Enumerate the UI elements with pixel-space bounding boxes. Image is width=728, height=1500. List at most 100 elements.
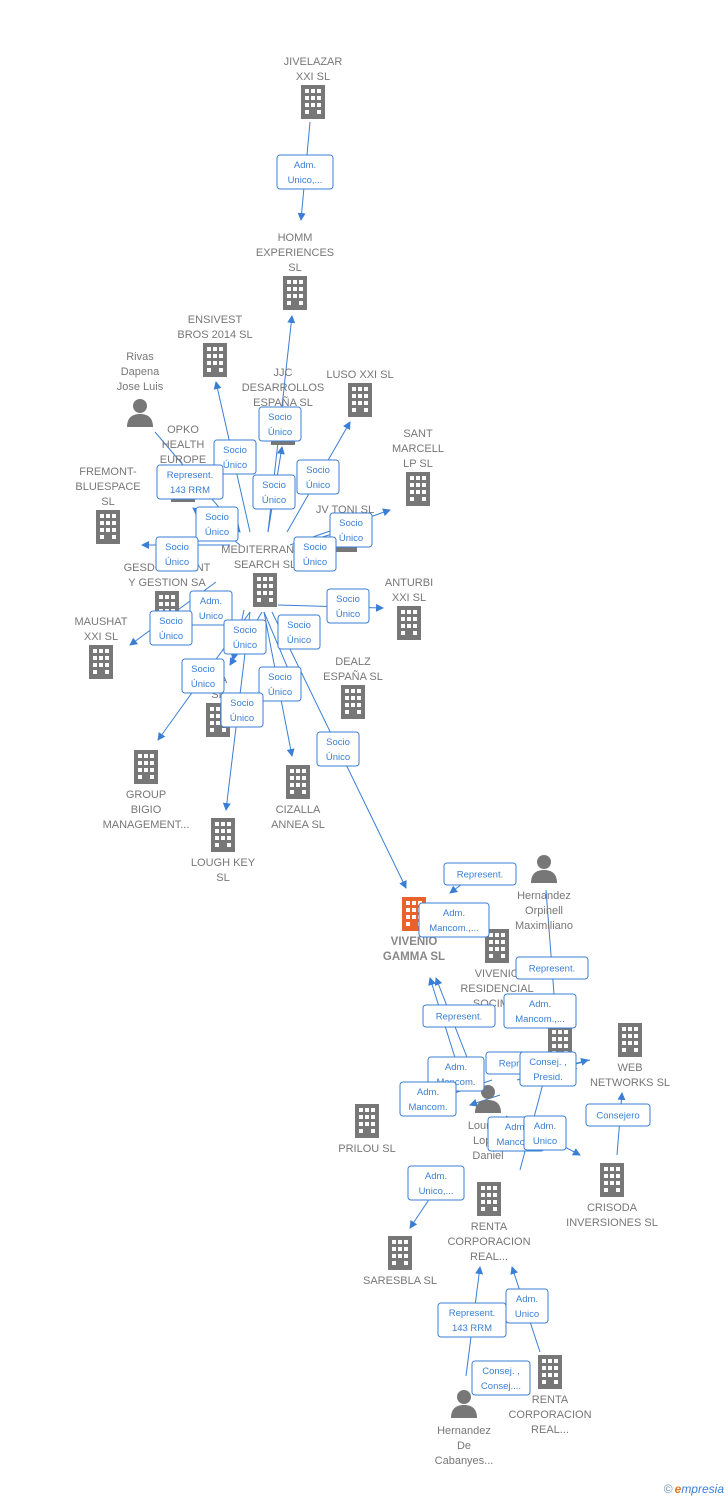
building-icon [388, 1236, 412, 1270]
relation-text: Socio [191, 664, 215, 675]
empresia-watermark: ©empresia [664, 1482, 724, 1496]
building-icon [397, 606, 421, 640]
node-label: SARESBLA SL [363, 1275, 437, 1287]
relation-text: Adm. [505, 1122, 527, 1133]
node-label: ENSIVEST [188, 314, 243, 326]
relation-text: Represent. [529, 964, 575, 975]
node-prilou[interactable]: PRILOU SL [338, 1104, 396, 1155]
relation-text: Único [191, 679, 215, 690]
relation-text: Socio [223, 445, 247, 456]
person-icon [531, 855, 557, 883]
relation-text: Adm. [534, 1121, 556, 1132]
building-icon [96, 510, 120, 544]
relation-text: Unico [515, 1309, 539, 1320]
relation-label[interactable]: Represent. [443, 862, 517, 886]
relation-text: Único [165, 557, 189, 568]
node-luso[interactable]: LUSO XXI SL [326, 369, 394, 417]
relation-label[interactable]: Consej. ,Presid. [519, 1051, 577, 1087]
relation-label[interactable]: Adm.Unico [189, 590, 233, 626]
node-label: Jose Luis [117, 381, 164, 393]
relation-label[interactable]: Represent. [422, 1004, 496, 1028]
relation-label[interactable]: Consejero [585, 1103, 651, 1127]
relation-text: Socio [262, 480, 286, 491]
node-label: JIVELAZAR [284, 56, 343, 68]
node-renta2[interactable]: RENTACORPORACIONREAL... [508, 1355, 592, 1436]
building-icon [283, 276, 307, 310]
brand-initial: e [674, 1482, 682, 1496]
relation-text: Socio [326, 737, 350, 748]
node-hernandezdecabanyes[interactable]: HernandezDeCabanyes... [435, 1390, 494, 1467]
relation-label[interactable]: Adm. Unico [523, 1115, 567, 1151]
relation-label[interactable]: Represent. [515, 956, 589, 980]
node-label: VIVENIO [391, 936, 438, 948]
building-icon [618, 1023, 642, 1057]
relation-text: Unico [533, 1136, 557, 1147]
node-label: GROUP [126, 789, 166, 801]
relation-label[interactable]: Represent.143 RRM [437, 1302, 507, 1338]
node-label: LP SL [403, 458, 433, 470]
node-renta1[interactable]: RENTACORPORACIONREAL... [447, 1182, 531, 1263]
relation-label[interactable]: Adm.Mancom.,... [503, 993, 577, 1029]
node-label: REAL... [470, 1251, 508, 1263]
node-label: CORPORACION [447, 1236, 530, 1248]
relation-edge [409, 1197, 431, 1229]
node-label: BIGIO [131, 804, 162, 816]
brand-name: mpresia [681, 1482, 724, 1496]
node-label: CRISODA [587, 1202, 638, 1214]
relation-label[interactable]: Consej. ,Consej.... [471, 1360, 531, 1396]
relation-text: Único [233, 640, 257, 651]
node-label: FREMONT- [79, 466, 137, 478]
relation-label[interactable]: Adm.Mancom.,... [418, 902, 490, 938]
relation-text: Único [230, 713, 254, 724]
node-vivenioresidencial[interactable]: VIVENIORESIDENCIALSOCIMI... [460, 929, 534, 1010]
node-label: MEDITERRANEA [221, 544, 309, 556]
relation-text: Represent. [457, 870, 503, 881]
node-groupbigio[interactable]: GROUPBIGIOMANAGEMENT... [103, 750, 190, 831]
relation-label[interactable]: Adm.Unico,... [407, 1165, 465, 1201]
relation-label[interactable]: Adm.Unico,... [276, 154, 334, 190]
node-label: ANTURBI [385, 577, 433, 589]
building-icon [301, 85, 325, 119]
relation-label[interactable]: Represent.143 RRM [156, 464, 224, 500]
node-label: Dapena [121, 366, 160, 378]
relation-text: Mancom. [436, 1077, 475, 1088]
relation-label[interactable]: Adm.Mancom. [399, 1081, 457, 1117]
node-label: ANNEA SL [271, 819, 325, 831]
node-saresbla[interactable]: SARESBLA SL [363, 1236, 437, 1287]
relation-label[interactable]: Adm.Unico [505, 1288, 549, 1324]
